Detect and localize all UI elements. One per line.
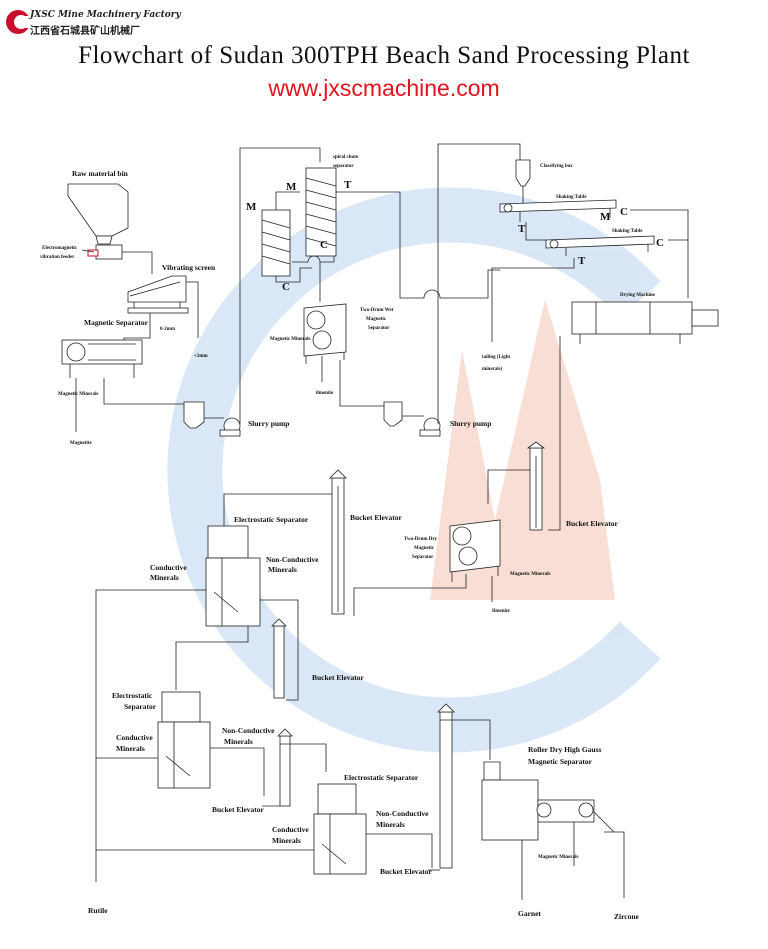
label-m-2: M xyxy=(246,201,257,213)
shaking-table-1 xyxy=(499,199,617,222)
label-raw-material-bin: Raw material bin xyxy=(72,169,129,178)
label-dry-sep-2: Magnetic xyxy=(414,546,435,551)
label-bucket-elevator-2: Bucket Elevator xyxy=(350,513,403,522)
label-t-1: T xyxy=(344,179,352,191)
company-name-en: JXSC Mine Machinery Factory xyxy=(30,10,181,20)
label-feeder-2: vibration feeder xyxy=(40,255,75,260)
label-magnetic-minerals-3: Magnetic Minerals xyxy=(510,572,550,577)
label-plus-2mm: +2mm xyxy=(194,354,209,359)
label-c-3: C xyxy=(620,206,628,218)
label-bucket-elevator-4: Bucket Elevator xyxy=(212,805,265,814)
classifying-box xyxy=(515,159,531,187)
electrostatic-separator-2 xyxy=(157,691,211,789)
label-magnetite: Magnetite xyxy=(70,441,92,446)
label-electrostatic-2a: Electrostatic xyxy=(112,691,153,700)
two-drum-wet-separator xyxy=(303,303,347,364)
label-feeder-1: Electromagnetic xyxy=(42,246,78,251)
label-wet-sep-1: Two-Drum Wet xyxy=(360,308,394,313)
label-drying-machine: Drying Machine xyxy=(620,293,656,298)
label-conductive-3a: Conductive xyxy=(272,825,309,834)
watermark-logo xyxy=(167,187,661,753)
company-logo xyxy=(6,10,30,34)
label-nonconductive-1b: Minerals xyxy=(268,565,297,574)
label-spiral-chute-2: separator xyxy=(333,164,354,169)
label-shaking-table-1: Shaking Table xyxy=(556,195,587,200)
label-conductive-1a: Conductive xyxy=(150,563,187,572)
label-magnetic-minerals-4: Magnetic Minerals xyxy=(538,855,578,860)
label-shaking-table-2: Shaking Table xyxy=(612,229,643,234)
two-drum-dry-separator xyxy=(449,519,501,582)
label-rutile: Rutile xyxy=(88,906,108,915)
label-conductive-3b: Minerals xyxy=(272,836,301,845)
raw-material-bin xyxy=(67,183,129,245)
spiral-chute-1 xyxy=(305,167,337,257)
label-spiral-chute-1: spiral chute xyxy=(333,155,359,160)
bucket-elevator-3 xyxy=(271,618,287,699)
bucket-elevator-4 xyxy=(277,728,293,807)
label-dry-sep-3: Separator xyxy=(412,555,434,560)
label-wet-sep-2: Magnetic xyxy=(366,317,387,322)
label-roller-1: Roller Dry High Gauss xyxy=(528,745,601,754)
label-bucket-elevator-5: Bucket Elevator xyxy=(380,867,433,876)
magnetic-separator-1 xyxy=(61,339,143,378)
label-magnetic-minerals-2: Magnetic Minerals xyxy=(270,337,310,342)
label-nonconductive-1a: Non-Conductive xyxy=(266,555,319,564)
vibrating-screen xyxy=(127,275,189,314)
label-conductive-1b: Minerals xyxy=(150,573,179,582)
label-m-3: M xyxy=(600,211,611,223)
label-ilmenite-2: Ilmenite xyxy=(492,609,511,614)
label-c-4: C xyxy=(656,237,664,249)
label-tailing-2: minerals) xyxy=(482,367,503,372)
label-zircone: Zircone xyxy=(614,912,640,921)
label-c-2: C xyxy=(282,281,290,293)
label-slurry-pump-1: Slurry pump xyxy=(248,419,289,428)
slurry-pump-1 xyxy=(219,417,241,437)
label-conductive-2b: Minerals xyxy=(116,744,145,753)
slurry-pump-2 xyxy=(419,417,441,437)
label-bucket-elevator-3: Bucket Elevator xyxy=(312,673,365,682)
label-conductive-2a: Conductive xyxy=(116,733,153,742)
label-nonconductive-3b: Minerals xyxy=(376,820,405,829)
spiral-chute-2 xyxy=(261,209,291,277)
label-garnet: Garnet xyxy=(518,909,541,918)
label-bucket-elevator-1: Bucket Elevator xyxy=(566,519,619,528)
bucket-elevator-5 xyxy=(437,703,455,869)
website-url[interactable]: www.jxscmachine.com xyxy=(268,75,500,101)
label-electrostatic-1: Electrostatic Separator xyxy=(234,515,309,524)
label-wet-sep-3: Separator xyxy=(368,326,390,331)
roller-high-gauss-separator xyxy=(481,761,615,841)
label-nonconductive-2b: Minerals xyxy=(224,737,253,746)
sump-2 xyxy=(383,401,403,427)
label-dry-sep-1: Two-Drum Dry xyxy=(404,537,438,542)
label-0-2mm: 0-2mm xyxy=(160,327,176,332)
shaking-table-2 xyxy=(545,235,655,256)
label-nonconductive-3a: Non-Conductive xyxy=(376,809,429,818)
label-electrostatic-2b: Separator xyxy=(124,702,157,711)
bucket-elevator-1 xyxy=(526,441,546,531)
bucket-elevator-2 xyxy=(329,469,347,615)
electrostatic-separator-3 xyxy=(313,783,367,875)
drying-machine xyxy=(571,301,719,344)
label-ilmenite-1: ilmenite xyxy=(316,391,334,396)
label-tailing-1: tailing (Light xyxy=(482,355,511,360)
label-electrostatic-3: Electrostatic Separator xyxy=(344,773,419,782)
label-roller-2: Magnetic Separator xyxy=(528,757,593,766)
label-magnetic-separator: Magnetic Separator xyxy=(84,318,149,327)
label-magnetic-minerals-1: Magnetic Minerals xyxy=(58,392,98,397)
label-m-1: M xyxy=(286,181,297,193)
company-name-cn: 江西省石城县矿山机械厂 xyxy=(30,26,140,37)
page-title: Flowchart of Sudan 300TPH Beach Sand Pro… xyxy=(78,42,690,69)
label-classifying-box: Classifying box xyxy=(540,164,573,169)
label-nonconductive-2a: Non-Conductive xyxy=(222,726,275,735)
sump-1 xyxy=(183,401,205,429)
label-t-2: T xyxy=(518,223,526,235)
electromagnetic-feeder xyxy=(81,244,123,260)
label-c-1: C xyxy=(320,239,328,251)
label-t-3: T xyxy=(578,255,586,267)
label-slurry-pump-2: Slurry pump xyxy=(450,419,491,428)
electrostatic-separator-1 xyxy=(205,525,261,627)
label-vibrating-screen: Vibrating screen xyxy=(162,263,216,272)
